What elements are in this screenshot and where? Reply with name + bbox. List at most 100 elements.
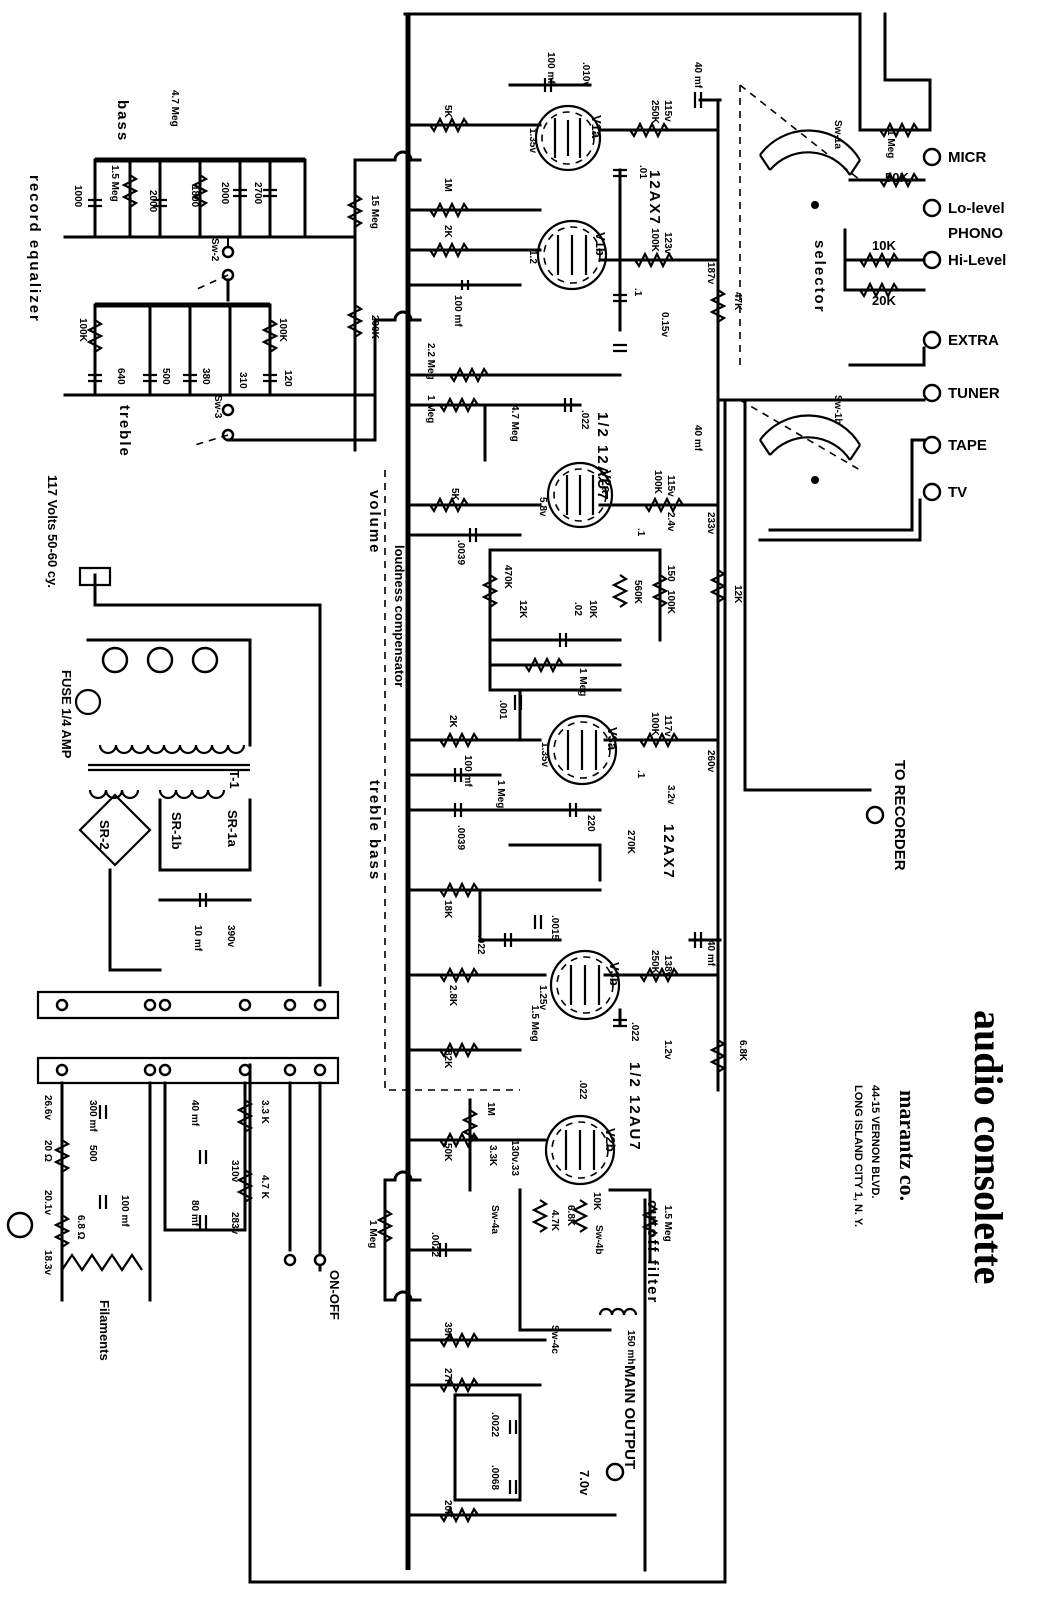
comp-label: 1.5 Meg <box>109 165 120 202</box>
main-output-label: MAIN OUTPUT <box>621 1365 638 1469</box>
loudness-label: loudness compensator <box>392 545 407 687</box>
comp-label: Sw-4a <box>489 1205 500 1234</box>
comp-label: 40 mf <box>692 425 703 452</box>
comp-label: 117v <box>662 715 673 737</box>
comp-label: Sw-4b <box>593 1225 604 1254</box>
rectifier-sr2-label: SR-2 <box>97 820 112 850</box>
comp-label: 1.2v <box>662 1040 673 1060</box>
comp-label: Sw-4c <box>549 1325 560 1354</box>
preamp-stage <box>406 78 727 384</box>
comp-label: .0022 <box>489 1412 500 1437</box>
comp-label: .0015 <box>549 915 560 940</box>
comp-label: 10 mf <box>192 925 203 952</box>
comp-label: 4.7 K <box>259 1175 270 1200</box>
comp-label: 283v <box>229 1212 240 1235</box>
comp-label: 1M <box>485 1102 496 1116</box>
comp-label: .022 <box>629 1022 640 1042</box>
input-hilevel-label: Hi-Level <box>948 252 1006 269</box>
comp-label: 250K <box>649 950 660 975</box>
main-output-level: 7.0v <box>577 1470 592 1496</box>
comp-label: 40 mf <box>189 1100 200 1127</box>
treble-bass-label: treble bass <box>366 780 383 881</box>
volume-label: volume <box>366 490 383 555</box>
comp-label: 100 mf <box>462 755 473 787</box>
fuse-label: FUSE 1/4 AMP <box>59 670 74 759</box>
input-extra-label: EXTRA <box>948 332 999 349</box>
tube-v1a-label: V1a <box>589 115 604 139</box>
comp-label: 15 Meg <box>369 195 380 229</box>
component-labels: 1000 1.5 Meg 2000 4.7 Meg 1800 2000 2700… <box>42 52 909 1519</box>
comp-label: 1.2 <box>527 250 538 264</box>
comp-label: 4.7K <box>549 1210 560 1232</box>
comp-label: 10K <box>587 600 598 619</box>
comp-label: Sw-3 <box>212 395 223 419</box>
comp-label: 300 mf <box>87 1100 98 1132</box>
input-phono-label: PHONO <box>948 225 1003 242</box>
comp-label: 12K <box>517 600 528 619</box>
comp-label: 1800 <box>189 185 200 208</box>
tube-v1b-label: V1b <box>593 232 608 256</box>
comp-label: 500 <box>87 1145 98 1162</box>
comp-label: 5K <box>449 488 460 502</box>
input-tuner-label: TUNER <box>948 385 1000 402</box>
tube-labels: V1a V1b 12AX7 1/2 12AU7 V2a V3a 12AX7 V3… <box>589 115 677 1152</box>
comp-label: 123v <box>662 232 673 255</box>
comp-label: 2000 <box>219 182 230 205</box>
input-lolevel-label: Lo-level <box>948 200 1005 217</box>
comp-label: .022 <box>579 410 590 430</box>
record-equalizer-label: record equalizer <box>26 175 43 323</box>
tube-12au7-a-label: 1/2 12AU7 <box>594 412 611 502</box>
comp-label: .1 <box>635 528 646 537</box>
comp-label: 220 <box>585 815 596 832</box>
comp-label: 130v <box>509 1140 520 1163</box>
comp-label: 200K <box>369 315 380 340</box>
comp-label: 100 mf <box>452 295 463 327</box>
comp-label: 2K <box>442 225 453 239</box>
comp-label: .02 <box>572 602 583 616</box>
comp-label: 20 Ω <box>42 1140 53 1162</box>
address-line2: LONG ISLAND CITY 1, N. Y. <box>852 1085 864 1227</box>
comp-label: 233v <box>705 512 716 535</box>
comp-label: 100K <box>649 712 660 737</box>
comp-label: 50K <box>885 170 909 185</box>
comp-label: 5.8v <box>537 497 548 517</box>
rectifier-sr1a-label: SR-1a <box>225 810 240 848</box>
comp-label: 1.25v <box>537 985 548 1010</box>
comp-label: 2700 <box>252 182 263 205</box>
input-micr-label: MICR <box>948 149 986 166</box>
output-labels: TO RECORDER MAIN OUTPUT 7.0v <box>577 760 908 1496</box>
tube-12ax7-b-label: 12AX7 <box>660 824 677 880</box>
comp-label: 6.8 Ω <box>75 1215 86 1240</box>
comp-label: .1 <box>632 288 643 297</box>
comp-label: 2000 <box>147 190 158 213</box>
selector-switch <box>718 84 942 825</box>
comp-label: 2.4v <box>665 512 676 532</box>
comp-label: 20K <box>442 1500 453 1519</box>
comp-label: 1.35v <box>527 128 538 153</box>
comp-label: 310v <box>229 1160 240 1183</box>
record-equalizer <box>63 150 422 452</box>
comp-label: 10K <box>591 1192 602 1211</box>
selector-label: selector <box>811 240 828 314</box>
comp-label: 390v <box>225 925 236 948</box>
comp-label: .010v <box>580 62 591 87</box>
comp-label: 1000 <box>72 185 83 208</box>
comp-label: 26.6v <box>42 1095 53 1120</box>
comp-label: 100K <box>277 318 288 343</box>
comp-label: 20K <box>872 293 896 308</box>
comp-label: .1 <box>635 770 646 779</box>
cutoff-filter-label: cutoff filter <box>644 1200 661 1304</box>
comp-label: .0039 <box>455 540 466 565</box>
comp-label: 260v <box>705 750 716 773</box>
comp-label: 120 <box>282 370 293 387</box>
tube-v3a-label: V3a <box>605 727 620 751</box>
rectifier-sr1b-label: SR-1b <box>169 812 184 850</box>
comp-label: 2.8K <box>447 985 458 1007</box>
company: marantz co. <box>895 1090 920 1201</box>
comp-label: Sw-1a <box>832 120 843 149</box>
tube-12au7-b-label: 1/2 12AU7 <box>626 1062 643 1152</box>
comp-label: 470K <box>502 565 513 590</box>
comp-label: 560K <box>632 580 643 605</box>
comp-label: 100 mf <box>119 1195 130 1227</box>
